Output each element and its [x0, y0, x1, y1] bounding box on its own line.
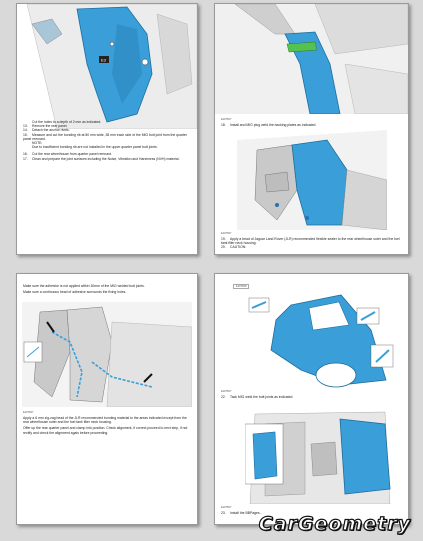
step-line: 23.Install the BBPages...: [221, 511, 263, 515]
manual-page-1: E3 Cut the holes to a depth of 2 mm as i…: [16, 3, 198, 255]
manual-page-3: Make sure the adhesive is not applied wi…: [16, 273, 198, 525]
step-line: Cut the holes to a depth of 2 mm as indi…: [32, 120, 102, 124]
caution-label: 20.CAUTION:: [221, 245, 247, 250]
step-line: 13.Remove the rear panel.: [23, 124, 68, 129]
figure-code: E197567: [221, 118, 232, 121]
figure-code: E197567: [221, 232, 232, 235]
step-line: 22.Tack MIG weld the butt joints as indi…: [221, 395, 294, 399]
step-text: Apply a 6 mm zig-zag bead of the JLR rec…: [23, 416, 187, 425]
note-text: Due to insufficient bonding rib are not …: [32, 145, 158, 150]
page-2-steps: 19.Apply a bead of Jaguar Land Rover (JL…: [221, 237, 401, 250]
watermark-logo: CarGeometry: [258, 512, 411, 535]
quarter-panel-illustration: E3: [26, 4, 197, 129]
step-line: 19.Apply a bead of Jaguar Land Rover (JL…: [221, 237, 400, 246]
figure-header-code: E197568: [233, 284, 250, 289]
manual-page-2: E197567 18.Install and MIG plug weld the…: [214, 3, 409, 255]
step-line: 14.Detach the anchor rivets.: [23, 128, 70, 133]
quarter-panel-part-illustration: [248, 294, 394, 388]
page-1-steps: Cut the holes to a depth of 2 mm as indi…: [23, 120, 191, 161]
step-line: 15.Measure and cut the bonding rib at 80…: [23, 132, 187, 141]
note-label: NOTE:: [32, 141, 43, 146]
wheelhouse-illustration: [237, 130, 387, 230]
page-3-intro: Make sure the adhesive is not applied wi…: [23, 284, 191, 294]
adhesive-application-illustration: [22, 302, 192, 407]
callout-label: E3: [101, 58, 107, 63]
step-line: 18.Install and MIG plug weld the backing…: [221, 123, 317, 127]
figure-code: E197567: [221, 506, 232, 509]
bullet-text: Make sure a continuous bead of adhesive …: [23, 290, 127, 295]
manual-page-4: E197568 E197567 22.Tack MIG weld the but…: [214, 273, 409, 525]
step-text: Offer up the rear quarter panel and clam…: [23, 426, 188, 435]
bullet-text: Make sure the adhesive is not applied wi…: [23, 284, 145, 288]
step-line: 17.Clean and prepare the joint surfaces …: [23, 156, 180, 161]
pillar-weld-illustration: [215, 4, 408, 114]
vehicle-rear-illustration: [245, 411, 391, 504]
step-line: 16.Cut the rear wheelhouse from quarter …: [23, 152, 112, 157]
page-3-steps: Apply a 6 mm zig-zag bead of the JLR rec…: [23, 416, 191, 435]
figure-code: E197567: [221, 390, 232, 393]
figure-code: E197567: [23, 411, 34, 414]
